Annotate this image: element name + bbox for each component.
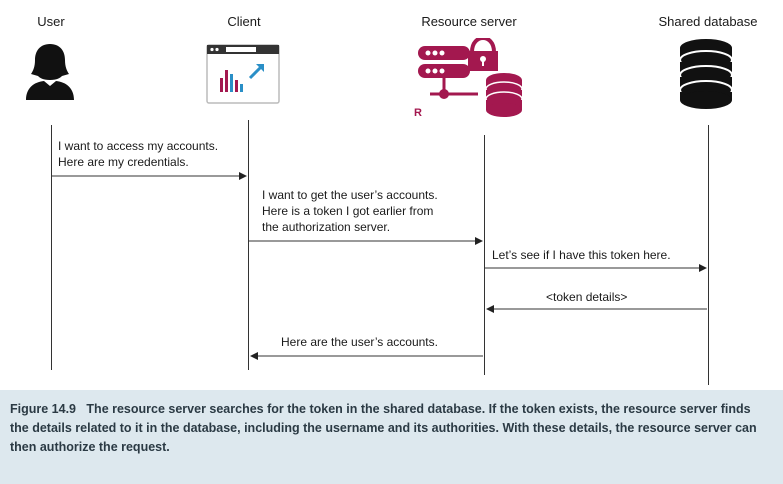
figure-caption-label: Figure 14.9 [10, 402, 76, 416]
message-text-2: I want to get the user’s accounts. Here … [262, 188, 438, 234]
resource-server-badge: R [414, 107, 422, 119]
client-browser-icon [206, 44, 280, 104]
message-text-4: <token details> [546, 290, 628, 304]
message-text-1: I want to access my accounts. Here are m… [58, 139, 219, 169]
lifeline-client [248, 120, 249, 370]
figure-caption-text: Figure 14.9 The resource server searches… [10, 400, 770, 457]
database-icon [679, 39, 733, 109]
actor-label-shared-database: Shared database [658, 14, 758, 29]
lifeline-resource-server [484, 135, 485, 375]
message-text-5: Here are the user’s accounts. [281, 335, 438, 349]
lifeline-user [51, 125, 52, 370]
figure-caption-body: The resource server searches for the tok… [10, 402, 757, 454]
resource-server-icon [418, 38, 523, 117]
actor-label-user: User [37, 14, 65, 29]
actor-label-resource-server: Resource server [421, 14, 517, 29]
figure-caption: Figure 14.9 The resource server searches… [0, 390, 783, 484]
user-icon [26, 44, 74, 100]
actor-label-client: Client [227, 14, 261, 29]
lifeline-shared-database [708, 125, 709, 385]
message-text-3: Let’s see if I have this token here. [492, 248, 671, 262]
